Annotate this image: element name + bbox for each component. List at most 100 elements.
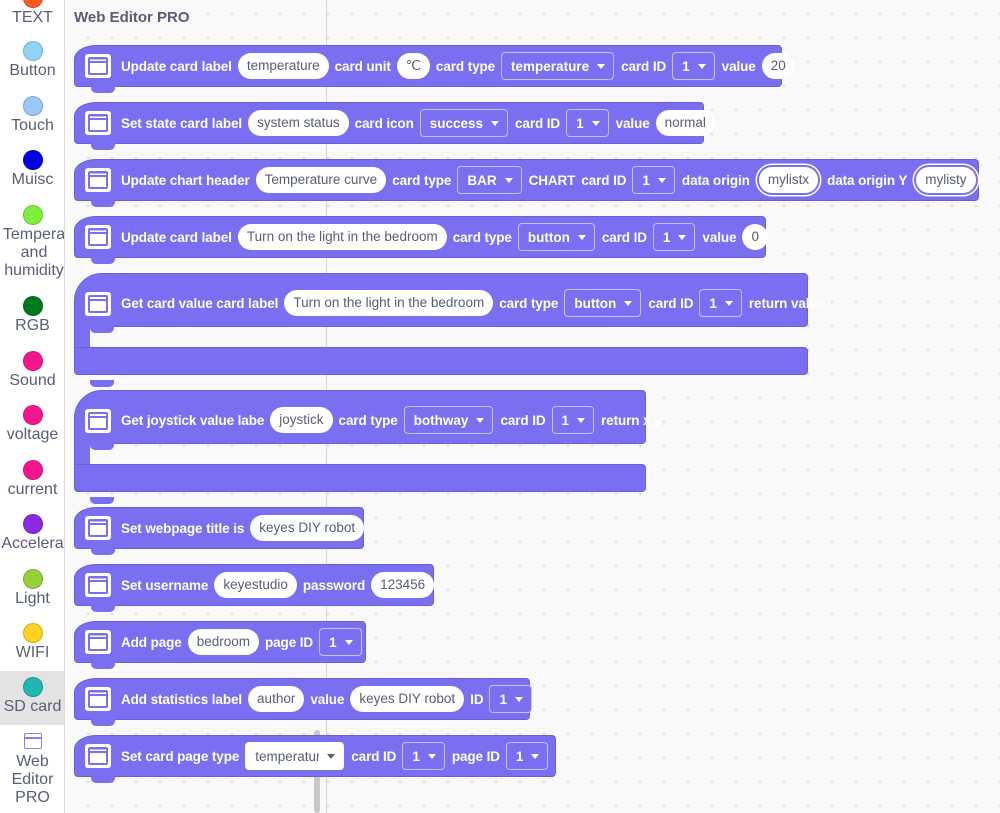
temperature-category-dot-icon	[22, 205, 43, 225]
web-window-icon	[85, 225, 111, 249]
card-label-input[interactable]: Turn on the light in the bedroom	[284, 290, 494, 316]
accelerometer-category-dot-icon	[22, 514, 43, 534]
block-add-statistics-label[interactable]: Add statistics label author value keyes …	[74, 678, 532, 726]
card-type-dropdown[interactable]: temperature	[501, 52, 615, 80]
block-text: value	[702, 229, 737, 245]
statistics-label-input[interactable]: author	[248, 686, 305, 712]
sound-category-dot-icon	[22, 351, 43, 371]
block-text: Set username	[121, 577, 209, 593]
card-id-dropdown[interactable]: 1	[699, 289, 742, 317]
block-text: page ID	[451, 748, 500, 764]
card-page-type-dropdown[interactable]: temperature	[245, 742, 345, 770]
block-text: card unit	[334, 58, 391, 74]
value-input[interactable]: 20	[761, 53, 795, 79]
page-name-input[interactable]: bedroom	[187, 629, 259, 655]
light-category-dot-icon	[22, 569, 43, 589]
chevron-down-icon	[591, 120, 600, 126]
chevron-down-icon	[515, 696, 523, 702]
data-origin-y-variable[interactable]: mylisty	[916, 167, 976, 193]
password-input[interactable]: 123456	[371, 572, 435, 598]
card-id-dropdown[interactable]: 1	[632, 166, 675, 194]
category-current[interactable]: current	[0, 460, 64, 499]
page-id-dropdown[interactable]: 1	[319, 628, 362, 656]
value-input[interactable]: 0	[742, 224, 768, 250]
data-origin-x-variable[interactable]: mylistx	[758, 167, 819, 193]
block-set-username[interactable]: Set username keyestudio password 123456	[74, 564, 435, 612]
username-input[interactable]: keyestudio	[214, 572, 297, 598]
card-label-input[interactable]: system status	[248, 110, 349, 136]
category-label: Light	[15, 590, 50, 607]
card-type-dropdown[interactable]: button	[564, 289, 642, 317]
category-rgb[interactable]: RGB	[0, 296, 64, 335]
block-text: value	[310, 691, 345, 707]
block-text: page ID	[265, 634, 314, 650]
category-text[interactable]: TEXT	[0, 0, 64, 27]
card-unit-input[interactable]: ℃	[396, 53, 430, 79]
card-id-dropdown[interactable]: 1	[672, 52, 715, 80]
block-text: value	[615, 115, 650, 131]
chevron-down-icon	[597, 63, 606, 69]
block-get-card-value[interactable]: Get card value card label Turn on the li…	[74, 273, 825, 387]
block-update-card-label-button[interactable]: Update card label Turn on the light in t…	[74, 216, 768, 264]
category-sd-card[interactable]: SD card	[0, 671, 64, 725]
category-temperature-humidity[interactable]: Tempera and humidity	[0, 205, 64, 280]
id-dropdown[interactable]: 1	[489, 685, 532, 713]
block-notch	[91, 662, 115, 669]
current-category-dot-icon	[22, 460, 43, 480]
block-text: Update card label	[121, 58, 232, 74]
block-notch	[90, 380, 114, 387]
card-id-dropdown[interactable]: 1	[566, 109, 609, 137]
music-category-dot-icon	[22, 150, 43, 170]
chevron-down-icon	[678, 234, 687, 240]
chevron-down-icon	[657, 177, 666, 183]
category-button[interactable]: Button	[0, 41, 64, 80]
category-music[interactable]: Muisc	[0, 150, 64, 189]
block-set-card-page-type[interactable]: Set card page type temperature card ID 1…	[74, 735, 556, 783]
sd-card-category-dot-icon	[22, 677, 43, 697]
card-icon-dropdown[interactable]: success	[419, 109, 509, 137]
chart-title-input[interactable]: Temperature curve	[255, 167, 387, 193]
page-id-dropdown[interactable]: 1	[505, 742, 549, 770]
card-label-input[interactable]: temperature	[237, 53, 329, 79]
category-wifi[interactable]: WIFI	[0, 623, 64, 662]
category-touch[interactable]: Touch	[0, 96, 64, 135]
block-text: return x,y	[601, 412, 662, 428]
value-input[interactable]: keyes DIY robot	[350, 686, 465, 712]
block-text: Set webpage title is	[121, 520, 245, 536]
web-window-icon	[85, 516, 111, 540]
chevron-down-icon	[724, 300, 733, 306]
web-window-icon	[85, 409, 111, 433]
block-text: card type	[338, 412, 398, 428]
block-text: CHART	[528, 172, 576, 188]
block-header: Get card value card label Turn on the li…	[74, 273, 825, 327]
block-c-side	[74, 442, 90, 468]
value-input[interactable]: normal	[655, 110, 715, 136]
joystick-label-input[interactable]: joystick	[270, 407, 333, 433]
block-set-webpage-title[interactable]: Set webpage title is keyes DIY robot	[74, 507, 365, 555]
category-voltage[interactable]: voltage	[0, 405, 64, 444]
card-id-dropdown[interactable]: 1	[551, 406, 595, 434]
card-type-dropdown[interactable]: button	[517, 223, 595, 251]
category-label: Accelera	[1, 535, 64, 552]
block-update-chart-header[interactable]: Update chart header Temperature curve ca…	[74, 159, 979, 207]
webpage-title-input[interactable]: keyes DIY robot	[250, 515, 365, 541]
card-type-dropdown[interactable]: BAR	[457, 166, 522, 194]
block-get-joystick-value[interactable]: Get joystick value labe joystick card ty…	[74, 390, 662, 504]
wifi-category-dot-icon	[22, 623, 43, 643]
block-add-page[interactable]: Add page bedroom page ID 1	[74, 621, 366, 669]
category-light[interactable]: Light	[0, 569, 64, 608]
block-notch	[91, 548, 115, 555]
block-text: Update card label	[121, 229, 232, 245]
block-set-state-card-label[interactable]: Set state card label system status card …	[74, 102, 715, 150]
block-text: Set card page type	[121, 748, 240, 764]
card-type-dropdown[interactable]: bothway	[403, 406, 494, 434]
card-id-dropdown[interactable]: 1	[652, 223, 696, 251]
text-category-dot-icon	[22, 0, 43, 8]
block-update-card-label[interactable]: Update card label temperature card unit …	[74, 45, 795, 93]
category-web-editor-pro[interactable]: Web Editor PRO	[0, 733, 64, 807]
card-label-input[interactable]: Turn on the light in the bedroom	[237, 224, 447, 250]
block-notch	[91, 605, 115, 612]
category-sound[interactable]: Sound	[0, 351, 64, 390]
card-id-dropdown[interactable]: 1	[402, 742, 445, 770]
category-accelerometer[interactable]: Accelera	[0, 514, 64, 553]
